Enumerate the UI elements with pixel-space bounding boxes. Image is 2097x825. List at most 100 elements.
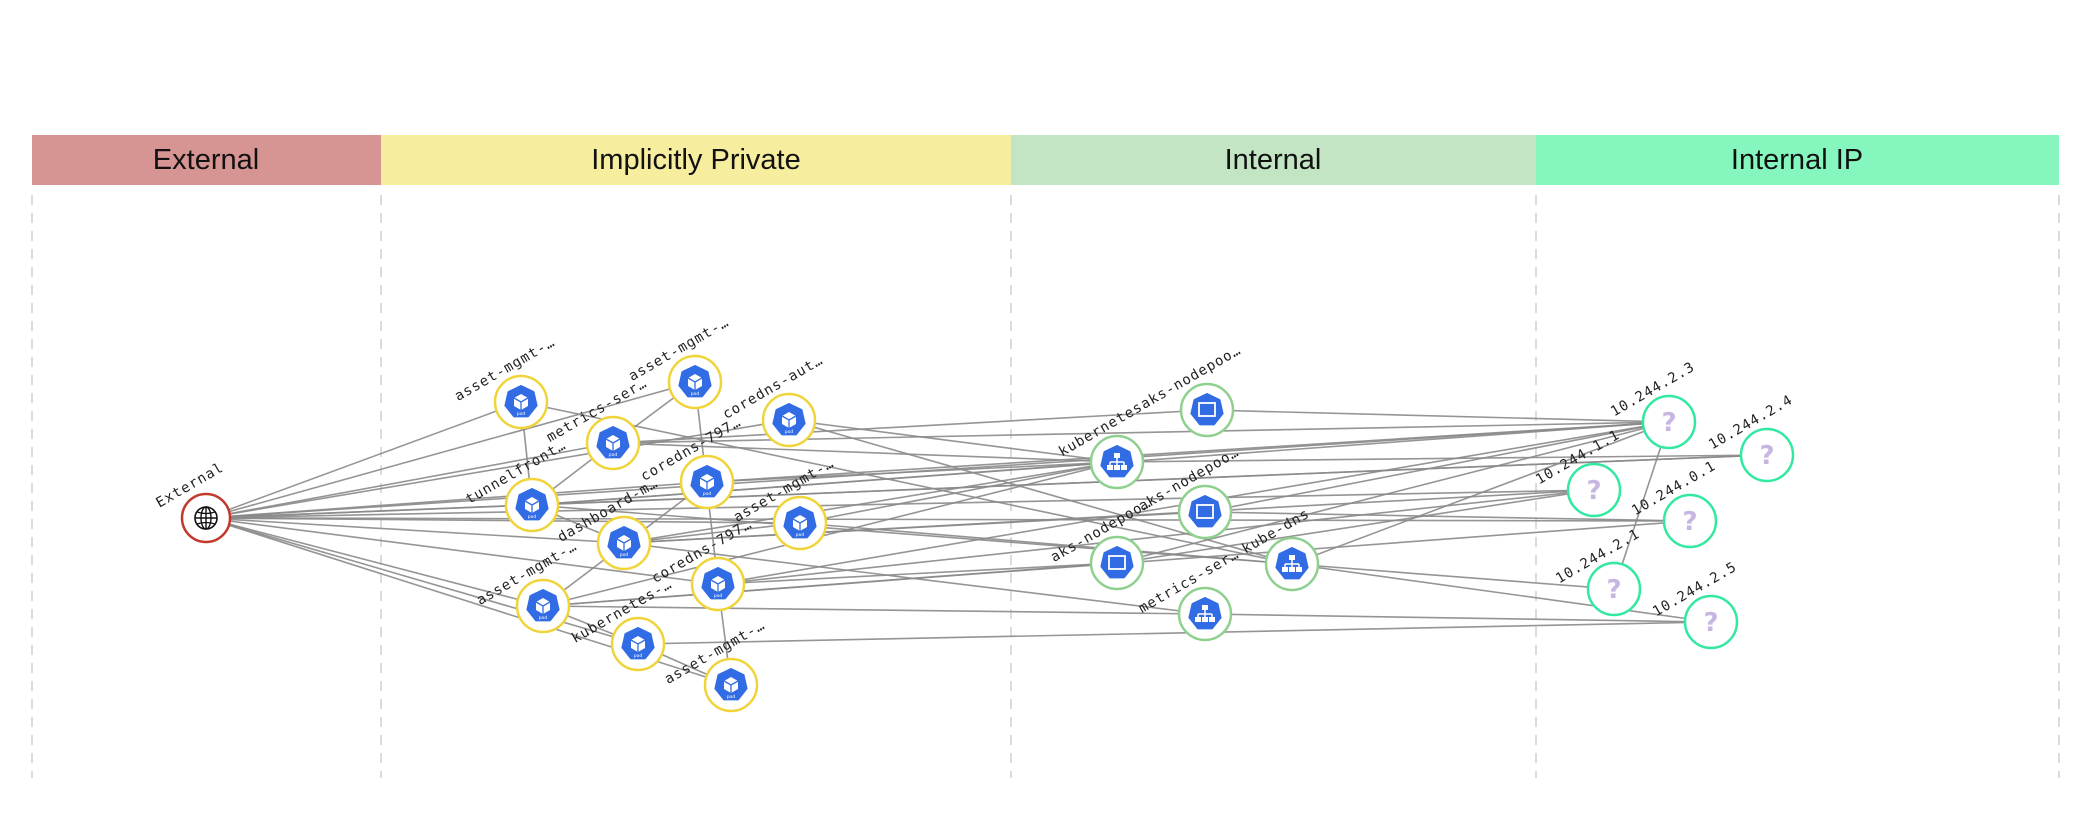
- pod-icon: pod: [607, 526, 641, 559]
- edge-cd1-ip23: [706, 421, 1670, 483]
- zone-header-external[interactable]: External: [32, 135, 381, 185]
- svg-text:pod: pod: [539, 615, 548, 621]
- edge-tf-k8s: [531, 461, 1118, 506]
- nodes: Externalpodasset-mgmt-…podasset-mgmt-…po…: [153, 314, 1796, 713]
- edge-am1-kdns: [520, 401, 1293, 565]
- edge-am3-db: [623, 522, 801, 544]
- pod-icon: pod: [701, 567, 735, 600]
- node-ip24[interactable]: ?10.244.2.4: [1706, 392, 1796, 483]
- pod-icon: pod: [515, 488, 549, 521]
- edges: [205, 381, 1768, 686]
- unknown-icon: ?: [1606, 575, 1621, 605]
- node-cd1[interactable]: podcoredns-797…: [638, 414, 744, 510]
- zone-header-internal[interactable]: Internal: [1011, 135, 1536, 185]
- node-icon: [1188, 495, 1222, 528]
- edge-ext-am2: [205, 381, 696, 519]
- service-icon: [1275, 547, 1309, 580]
- unknown-icon: ?: [1703, 608, 1718, 638]
- edge-ip21-ip23: [1613, 421, 1670, 590]
- edge-kdns-ip21: [1291, 563, 1615, 590]
- edge-kdns-ip25: [1291, 563, 1712, 623]
- zone-title-internal-ip: Internal IP: [1731, 144, 1863, 176]
- svg-text:?: ?: [1661, 408, 1676, 438]
- edge-am3-k8s: [799, 461, 1118, 524]
- zone-title-external: External: [153, 144, 259, 176]
- edge-ms-np1: [612, 409, 1208, 444]
- edge-cd1-k8s: [706, 461, 1118, 483]
- svg-text:pod: pod: [609, 452, 618, 458]
- edge-np3-ip23: [1116, 421, 1670, 564]
- node-np1[interactable]: aks-nodepoo…: [1138, 342, 1244, 438]
- edge-np2-ip01: [1204, 511, 1691, 522]
- node-ext[interactable]: External: [153, 460, 232, 544]
- node-tf[interactable]: podtunnelfront…: [463, 437, 569, 533]
- node-am4[interactable]: podasset-mgmt-…: [474, 538, 580, 634]
- node-kdns[interactable]: kube-dns: [1239, 506, 1320, 592]
- node-ip01[interactable]: ?10.244.0.1: [1629, 458, 1719, 549]
- node-ring: [1586, 561, 1642, 617]
- zone-headers: External Implicitly Private Internal Int…: [32, 135, 2059, 185]
- svg-text:pod: pod: [517, 411, 526, 417]
- svg-text:?: ?: [1759, 441, 1774, 471]
- svg-text:pod: pod: [727, 694, 736, 700]
- unknown-icon: ?: [1661, 408, 1676, 438]
- pod-icon: pod: [526, 589, 560, 622]
- edge-ext-ms: [205, 442, 614, 519]
- node-am3[interactable]: podasset-mgmt-…: [731, 455, 837, 551]
- edge-np3-ip11: [1116, 489, 1595, 564]
- edge-ext-cd2: [205, 517, 719, 585]
- zone-header-internal-ip[interactable]: Internal IP: [1536, 135, 2059, 185]
- unknown-icon: ?: [1759, 441, 1774, 471]
- service-icon: [1100, 445, 1134, 478]
- svg-text:pod: pod: [620, 552, 629, 558]
- svg-text:?: ?: [1703, 608, 1718, 638]
- pod-icon: pod: [678, 365, 712, 398]
- edge-np2-ip23: [1204, 421, 1670, 513]
- node-k8p[interactable]: podkubernetes-…: [569, 576, 675, 672]
- edge-ext-am4: [205, 517, 544, 607]
- svg-text:pod: pod: [796, 532, 805, 538]
- edge-cd2-np3: [717, 562, 1118, 585]
- edge-am4-k8s: [542, 461, 1118, 607]
- pod-icon: pod: [621, 627, 655, 660]
- node-am2[interactable]: podasset-mgmt-…: [626, 314, 732, 410]
- node-ring: [1566, 462, 1622, 518]
- edge-ext-db: [205, 517, 625, 544]
- node-ring: [1662, 493, 1718, 549]
- edge-cda-k8s: [788, 419, 1118, 463]
- pod-icon: pod: [783, 506, 817, 539]
- service-icon: [1188, 597, 1222, 630]
- node-ip25[interactable]: ?10.244.2.5: [1650, 559, 1740, 650]
- edge-ext-am1: [205, 401, 522, 519]
- node-am5[interactable]: podasset-mgmt-…: [662, 617, 768, 713]
- edge-np1-ip23: [1206, 409, 1670, 423]
- edge-kdns-ip23: [1291, 421, 1670, 565]
- node-icon: [1190, 393, 1224, 426]
- svg-text:pod: pod: [528, 514, 537, 520]
- zone-dividers: [31, 195, 2060, 778]
- edge-k8s-ip24: [1116, 454, 1768, 463]
- edge-k8p-ip25: [637, 621, 1712, 645]
- edge-ext-ip01: [205, 517, 1691, 522]
- pod-icon: pod: [596, 426, 630, 459]
- node-am1[interactable]: podasset-mgmt-…: [452, 334, 558, 430]
- edge-ext-k8p: [205, 517, 639, 645]
- node-ring: [1683, 594, 1739, 650]
- edge-ext-cda: [205, 419, 790, 519]
- unknown-icon: ?: [1682, 507, 1697, 537]
- pod-icon: pod: [772, 403, 806, 436]
- unknown-icon: ?: [1586, 476, 1601, 506]
- svg-text:pod: pod: [714, 593, 723, 599]
- edge-db-k8s: [623, 461, 1118, 544]
- globe-icon: [194, 506, 218, 530]
- pod-icon: pod: [690, 465, 724, 498]
- svg-text:?: ?: [1682, 507, 1697, 537]
- svg-text:pod: pod: [634, 653, 643, 659]
- svg-text:pod: pod: [691, 391, 700, 397]
- zone-header-implicitly-private[interactable]: Implicitly Private: [381, 135, 1011, 185]
- pod-icon: pod: [504, 385, 538, 418]
- zone-title-implicitly-private: Implicitly Private: [591, 144, 801, 176]
- svg-text:pod: pod: [703, 491, 712, 497]
- svg-text:?: ?: [1606, 575, 1621, 605]
